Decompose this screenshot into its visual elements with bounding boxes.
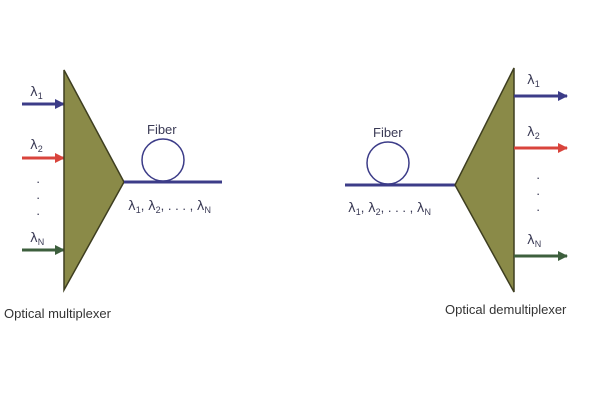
demux-dot-3: · (536, 202, 540, 217)
demux-prism (454, 67, 515, 293)
mux-input-label-lambda1: λ1 (30, 85, 43, 101)
demux-dot-1: · (536, 170, 540, 185)
demux-output-label-lambdaN: λN (527, 233, 541, 249)
multiplexer-group: λ1 λ2 λN · · · Fiber λ1, λ2, . . . , λN … (4, 69, 222, 321)
demux-fiber-label: Fiber (373, 125, 403, 140)
mux-input-label-lambda2: λ2 (30, 138, 43, 154)
demux-caption: Optical demultiplexer (445, 302, 567, 317)
mux-dot-3: · (36, 206, 40, 221)
demultiplexer-group: Fiber λ1, λ2, . . . , λN λ1 λ2 λN · · · … (345, 67, 568, 317)
demux-input-label: λ1, λ2, . . . , λN (348, 200, 431, 217)
mux-dot-2: · (36, 190, 40, 205)
demux-dot-2: · (536, 186, 540, 201)
demux-output-label-lambda1: λ1 (527, 73, 540, 89)
mux-fiber-label: Fiber (147, 122, 177, 137)
mux-input-label-lambdaN: λN (30, 231, 44, 247)
mux-prism (63, 69, 125, 293)
mux-fiber-coil (141, 138, 185, 182)
mux-dot-1: · (36, 174, 40, 189)
mux-caption: Optical multiplexer (4, 306, 112, 321)
demux-output-label-lambda2: λ2 (527, 125, 540, 141)
mux-output-label: λ1, λ2, . . . , λN (128, 198, 211, 215)
demux-fiber-coil (366, 141, 410, 185)
